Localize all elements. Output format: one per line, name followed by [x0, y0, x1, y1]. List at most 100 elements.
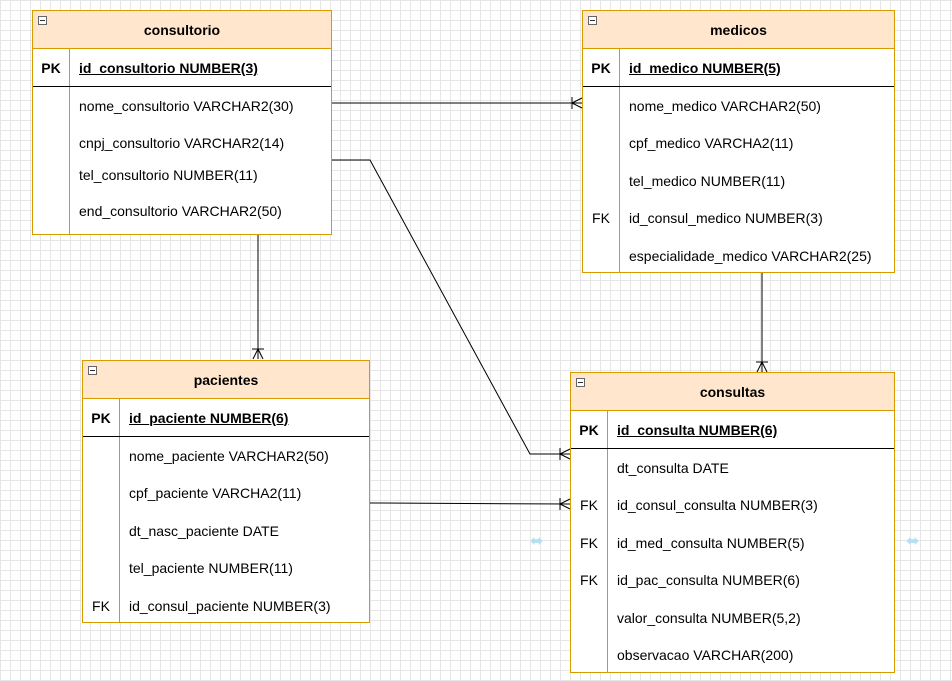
field-row[interactable]: end_consultorio VARCHAR2(50) — [33, 187, 331, 235]
fk-label: FK — [592, 210, 610, 226]
pk-row[interactable]: PK id_paciente NUMBER(6) — [83, 399, 369, 437]
fk-label: FK — [92, 597, 110, 614]
field-row[interactable]: cpf_medico VARCHA2(11) — [583, 124, 894, 162]
crowsfoot-consultas-consultorio — [559, 448, 571, 460]
field-label: id_med_consulta NUMBER(5) — [617, 534, 805, 551]
field-row[interactable]: FK id_consul_paciente NUMBER(3) — [83, 587, 369, 624]
field-row[interactable]: nome_paciente VARCHAR2(50) — [83, 437, 369, 474]
field-row[interactable]: cnpj_consultorio VARCHAR2(14) — [33, 124, 331, 162]
table-medicos[interactable]: medicos PK id_medico NUMBER(5) nome_medi… — [582, 10, 895, 273]
field-row[interactable]: valor_consulta NUMBER(5,2) — [571, 599, 894, 636]
pk-label: PK — [41, 59, 61, 76]
collapse-icon[interactable] — [576, 378, 585, 387]
field-row[interactable]: dt_consulta DATE — [571, 449, 894, 486]
field-label: id_consul_medico NUMBER(3) — [629, 210, 823, 226]
pk-label: PK — [91, 409, 111, 426]
fk-label: FK — [580, 572, 598, 588]
field-row[interactable]: dt_nasc_paciente DATE — [83, 512, 369, 549]
key-label — [33, 162, 69, 187]
pk-field: id_paciente NUMBER(6) — [129, 409, 289, 426]
pk-row[interactable]: PK id_consulta NUMBER(6) — [571, 411, 894, 449]
field-label: end_consultorio VARCHAR2(50) — [79, 203, 282, 219]
key-label — [571, 599, 607, 636]
fk-label: FK — [580, 497, 598, 513]
pk-row[interactable]: PK id_medico NUMBER(5) — [583, 49, 894, 87]
key-column-divider — [607, 411, 608, 672]
field-label: cpf_paciente VARCHA2(11) — [129, 485, 302, 501]
key-label — [583, 237, 619, 274]
field-label: id_pac_consulta NUMBER(6) — [617, 572, 800, 588]
field-label: tel_medico NUMBER(11) — [629, 172, 786, 189]
pk-label: PK — [591, 59, 611, 76]
key-label — [33, 187, 69, 235]
field-label: id_consul_paciente NUMBER(3) — [129, 597, 331, 614]
collapse-icon[interactable] — [38, 16, 47, 25]
key-label — [583, 124, 619, 162]
field-row[interactable]: FK id_consul_consulta NUMBER(3) — [571, 486, 894, 524]
field-label: nome_consultorio VARCHAR2(30) — [79, 97, 294, 114]
pk-label: PK — [579, 421, 599, 438]
table-consultorio[interactable]: consultorio PK id_consultorio NUMBER(3) … — [32, 10, 332, 235]
pk-field: id_consulta NUMBER(6) — [617, 421, 778, 438]
pk-field: id_consultorio NUMBER(3) — [79, 59, 258, 76]
pk-row[interactable]: PK id_consultorio NUMBER(3) — [33, 49, 331, 87]
key-label — [83, 437, 119, 474]
field-label: cnpj_consultorio VARCHAR2(14) — [79, 135, 285, 151]
collapse-icon[interactable] — [88, 366, 97, 375]
field-row[interactable]: FK id_consul_medico NUMBER(3) — [583, 199, 894, 237]
field-label: observacao VARCHAR(200) — [617, 647, 794, 663]
field-label: dt_consulta DATE — [617, 459, 729, 476]
table-consultas[interactable]: consultas PK id_consulta NUMBER(6) dt_co… — [570, 372, 895, 673]
key-column-divider — [69, 49, 70, 234]
table-title: medicos — [710, 21, 767, 38]
field-row[interactable]: nome_medico VARCHAR2(50) — [583, 87, 894, 124]
resize-handle-left-icon[interactable]: ⬌ — [530, 533, 544, 550]
field-label: cpf_medico VARCHA2(11) — [629, 135, 794, 151]
table-header[interactable]: pacientes — [83, 361, 369, 399]
table-title: consultas — [699, 383, 766, 400]
field-label: tel_consultorio NUMBER(11) — [79, 166, 258, 183]
table-title: pacientes — [193, 371, 259, 388]
field-row[interactable]: cpf_paciente VARCHA2(11) — [83, 474, 369, 512]
key-column-divider — [619, 49, 620, 272]
collapse-icon[interactable] — [588, 16, 597, 25]
field-row[interactable]: tel_consultorio NUMBER(11) — [33, 162, 331, 187]
field-label: especialidade_medico VARCHAR2(25) — [629, 247, 872, 264]
field-label: tel_paciente NUMBER(11) — [129, 560, 293, 576]
table-header[interactable]: consultorio — [33, 11, 331, 49]
table-header[interactable]: consultas — [571, 373, 894, 411]
key-label — [583, 87, 619, 124]
fk-label: FK — [580, 534, 598, 551]
key-label — [571, 636, 607, 674]
crowsfoot-medicos — [571, 97, 583, 109]
field-label: id_consul_consulta NUMBER(3) — [617, 497, 818, 513]
pk-field: id_medico NUMBER(5) — [629, 59, 781, 76]
field-row[interactable]: tel_paciente NUMBER(11) — [83, 549, 369, 587]
field-label: valor_consulta NUMBER(5,2) — [617, 609, 801, 626]
field-row[interactable]: tel_medico NUMBER(11) — [583, 162, 894, 199]
field-row[interactable]: observacao VARCHAR(200) — [571, 636, 894, 674]
field-label: nome_medico VARCHAR2(50) — [629, 97, 821, 114]
key-label — [583, 162, 619, 199]
field-label: nome_paciente VARCHAR2(50) — [129, 447, 329, 464]
key-label — [83, 549, 119, 587]
key-label — [83, 512, 119, 549]
table-header[interactable]: medicos — [583, 11, 894, 49]
field-row[interactable]: especialidade_medico VARCHAR2(25) — [583, 237, 894, 274]
key-label — [33, 124, 69, 162]
field-row[interactable]: nome_consultorio VARCHAR2(30) — [33, 87, 331, 124]
table-pacientes[interactable]: pacientes PK id_paciente NUMBER(6) nome_… — [82, 360, 370, 623]
edge-pacientes-consultas — [369, 502, 571, 505]
key-column-divider — [119, 399, 120, 622]
field-row[interactable]: FK id_med_consulta NUMBER(5) — [571, 524, 894, 561]
crowsfoot-consultas-medicos — [756, 361, 768, 373]
field-row[interactable]: FK id_pac_consulta NUMBER(6) — [571, 561, 894, 599]
key-label — [83, 474, 119, 512]
field-label: dt_nasc_paciente DATE — [129, 522, 279, 539]
key-label — [33, 87, 69, 124]
key-label — [571, 449, 607, 486]
crowsfoot-consultas-pacientes — [559, 498, 571, 510]
table-title: consultorio — [143, 21, 221, 38]
resize-handle-right-icon[interactable]: ⬌ — [906, 533, 920, 550]
